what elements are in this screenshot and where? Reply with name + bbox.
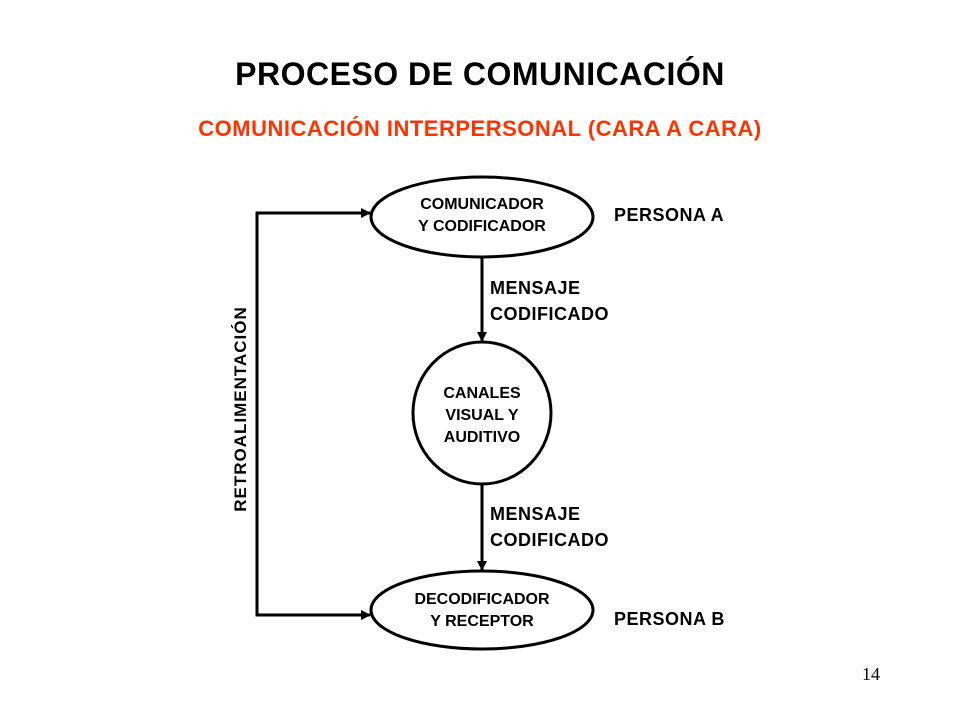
sender-label: COMUNICADOR Y CODIFICADOR [372,194,592,238]
message-1-line2: CODIFICADO [490,304,609,324]
person-b-label: PERSONA B [614,609,725,629]
page-title: PROCESO DE COMUNICACIÓN [235,56,725,92]
channel-label-line1: CANALES [443,385,521,402]
feedback-loop-line [255,211,369,617]
message-label-2: MENSAJE CODIFICADO [490,501,609,553]
channel-label: CANALES VISUAL Y AUDITIVO [412,383,552,449]
channel-label-line3: AUDITIVO [443,429,521,446]
message-2-line1: MENSAJE [490,504,581,524]
message-1-line1: MENSAJE [490,278,581,298]
message-label-1: MENSAJE CODIFICADO [490,275,609,327]
message-2-line2: CODIFICADO [490,530,609,550]
page-number: 14 [862,664,880,684]
channel-label-line2: VISUAL Y [445,407,519,424]
receiver-label-line2: Y RECEPTOR [430,613,534,630]
receiver-label-line1: DECODIFICADOR [414,591,550,608]
receiver-node [369,569,595,651]
page-subtitle: COMUNICACIÓN INTERPERSONAL (CARA A CARA) [198,116,762,141]
person-a-label: PERSONA A [614,205,725,225]
sender-label-line2: Y CODIFICADOR [418,218,546,235]
feedback-label: RETROALIMENTACIÓN [231,306,250,512]
receiver-label: DECODIFICADOR Y RECEPTOR [372,589,592,633]
sender-label-line1: COMUNICADOR [420,196,544,213]
